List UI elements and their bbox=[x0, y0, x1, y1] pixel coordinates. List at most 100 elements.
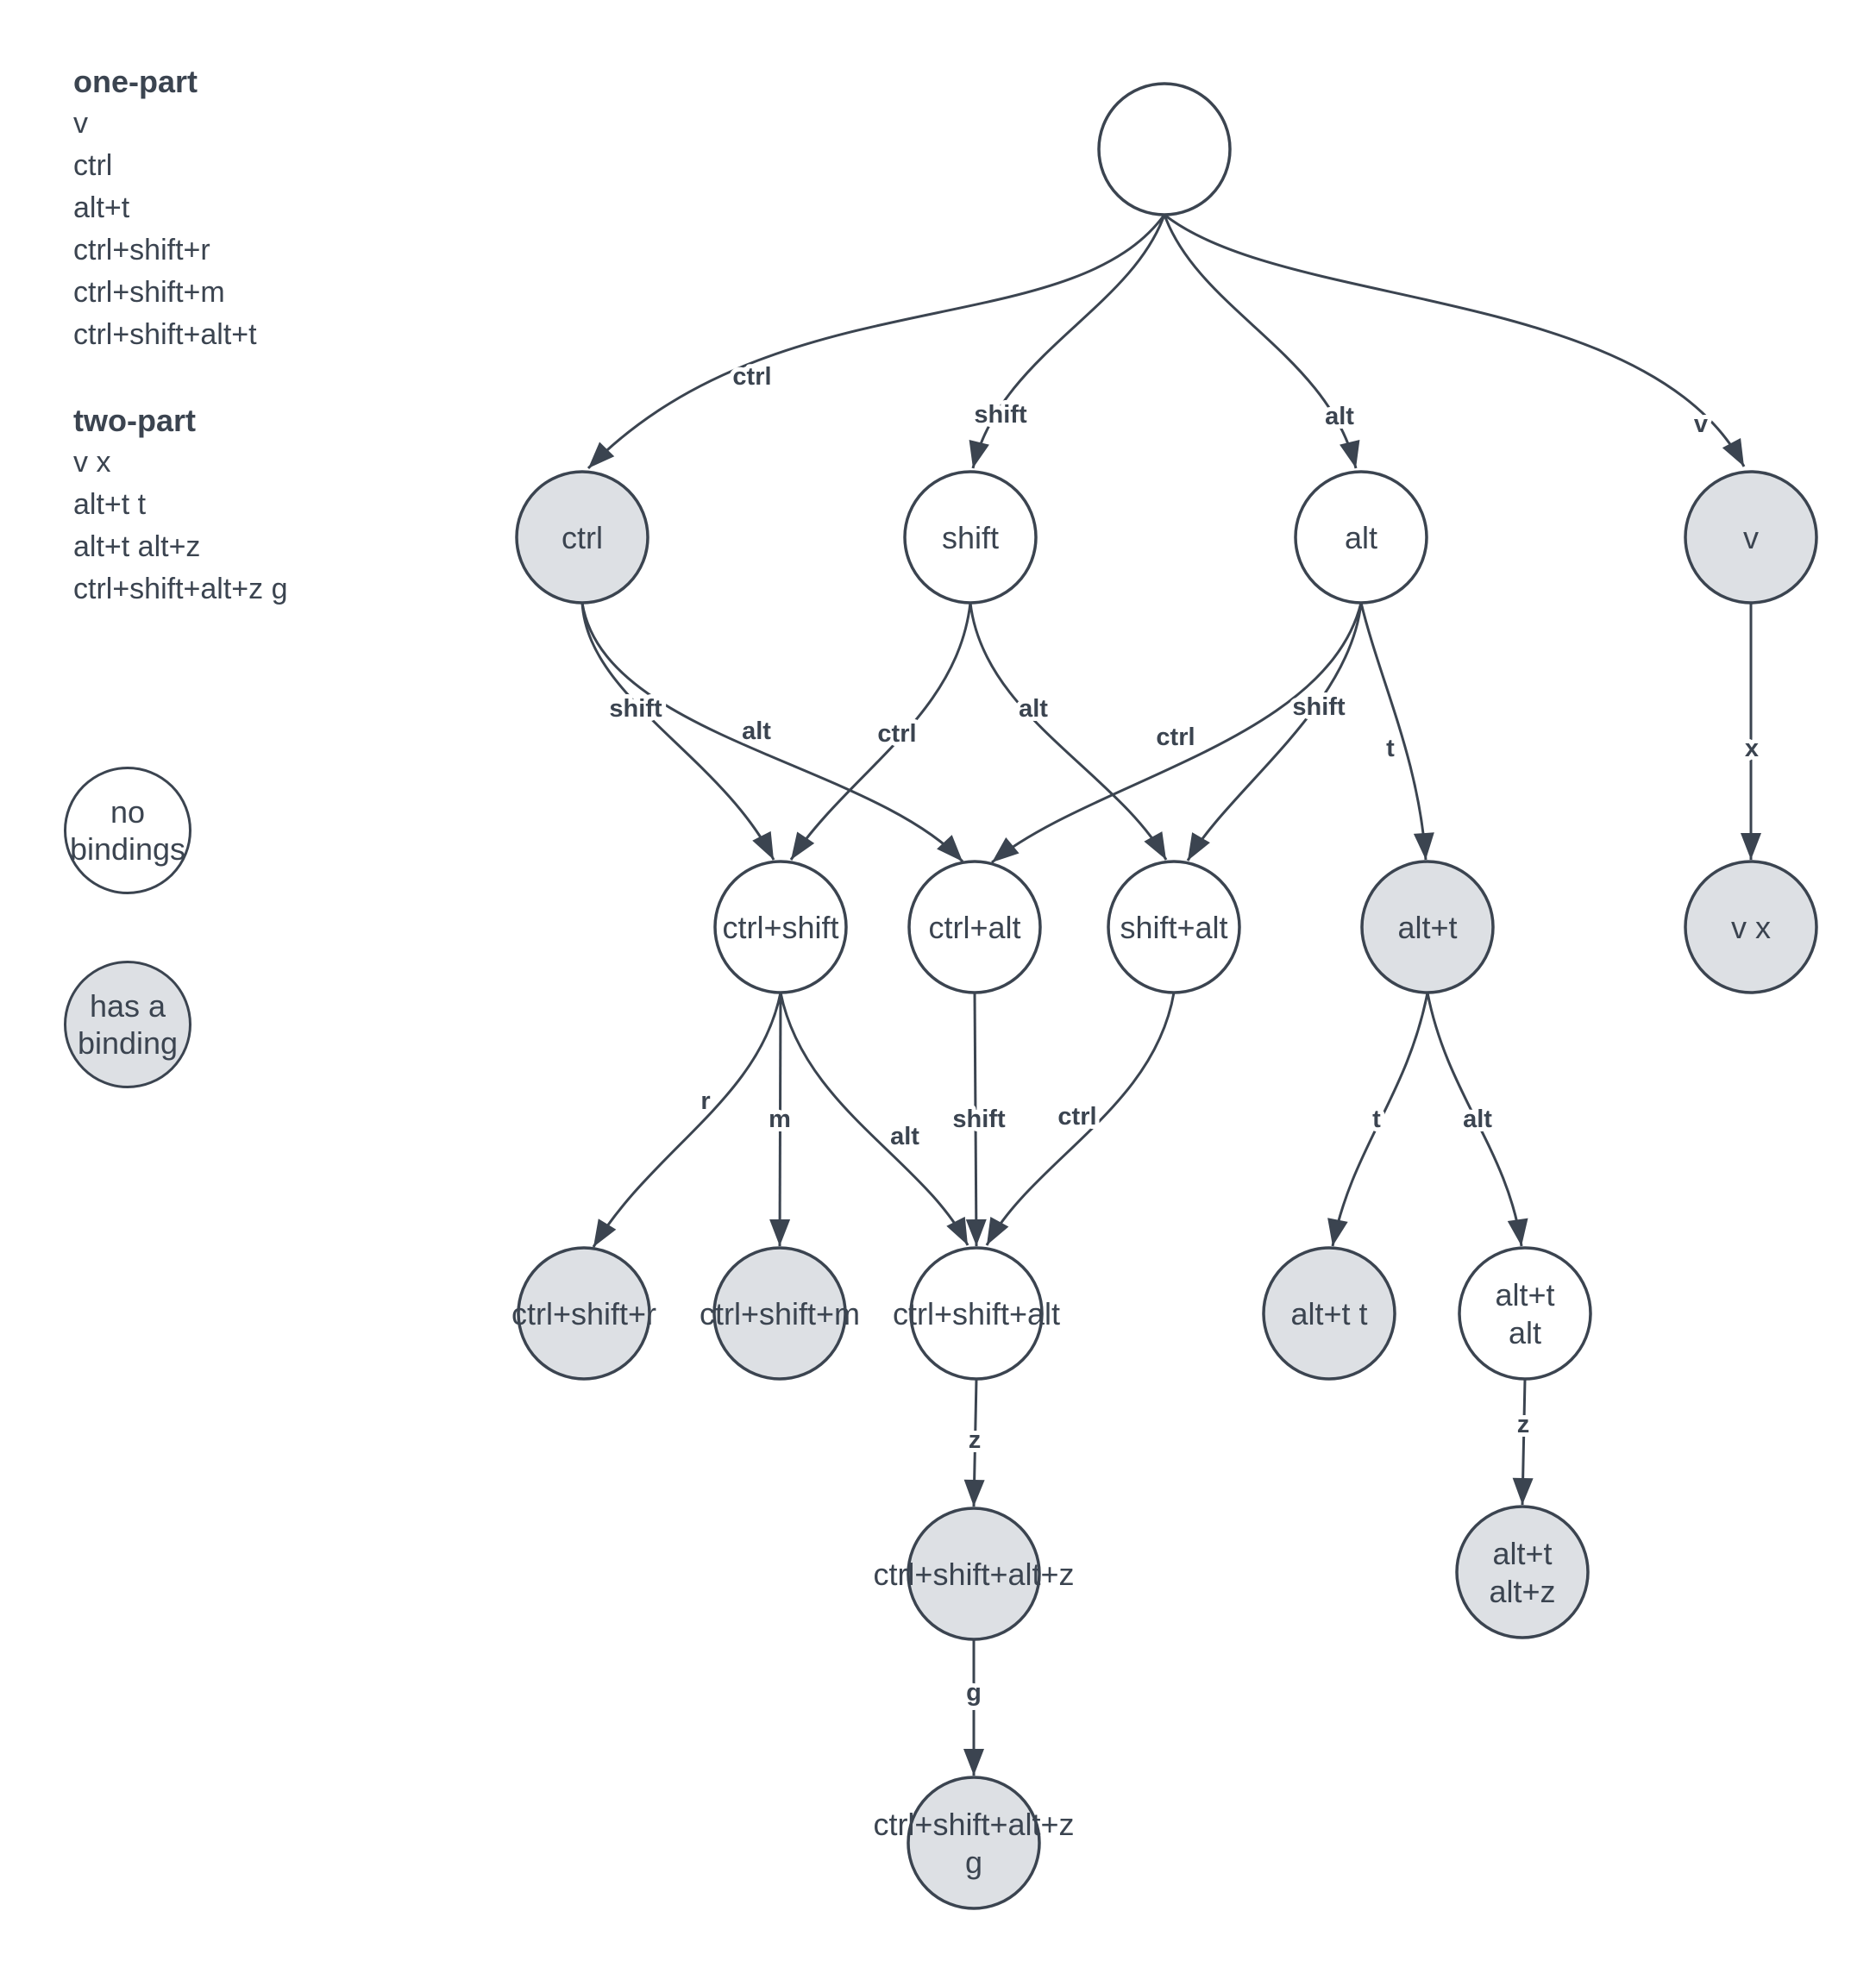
node-label-ctrl-shift-alt-z: ctrl+shift+alt+z bbox=[873, 1557, 1074, 1592]
node-shift: shift bbox=[903, 470, 1038, 605]
node-circle-shift-alt bbox=[1107, 860, 1241, 994]
node-circle-ctrl-shift-alt-z bbox=[907, 1507, 1041, 1641]
node-v: v bbox=[1684, 470, 1818, 605]
legend-panel: one-part v ctrl alt+t ctrl+shift+r ctrl+… bbox=[73, 60, 288, 611]
node-shift-alt: shift+alt bbox=[1107, 860, 1241, 994]
node-ctrl-shift-m: ctrl+shift+m bbox=[700, 1246, 860, 1381]
edge-ctrl-shift-ctrl-shift-r bbox=[592, 992, 782, 1248]
edge-label-shift-ctrl-shift: ctrl bbox=[877, 720, 916, 748]
edge-label-ctrl-shift-alt-ctrl-shift-alt-z: z bbox=[969, 1426, 982, 1454]
node-circle-ctrl-shift bbox=[713, 860, 848, 994]
legend-two-part-item: alt+t alt+z bbox=[73, 530, 201, 563]
edge-label-ctrl-ctrl-alt: alt bbox=[742, 717, 771, 745]
node-circle-ctrl-alt bbox=[907, 860, 1042, 994]
edge-label-alt-shift-alt: shift bbox=[1292, 693, 1346, 721]
edge-root-ctrl bbox=[587, 214, 1166, 470]
node-ctrl-shift-alt-z: ctrl+shift+alt+z bbox=[873, 1507, 1075, 1641]
edge-label-ctrl-ctrl-shift: shift bbox=[609, 695, 662, 723]
node-circle-alt-t bbox=[1360, 860, 1495, 994]
node-alt: alt bbox=[1294, 470, 1428, 605]
node-label-alt: alt bbox=[1345, 520, 1377, 555]
node-circle-alt bbox=[1294, 470, 1428, 605]
edge-ctrl-ctrl-alt bbox=[580, 602, 964, 863]
edge-label-alt-t-alt-t-alt: alt bbox=[1463, 1106, 1492, 1133]
node-circle-ctrl-shift-m bbox=[712, 1246, 847, 1381]
node-label-v: v bbox=[1743, 520, 1759, 555]
edge-label-alt-t-alt-alt-t-alt-z: z bbox=[1517, 1411, 1530, 1438]
edge-label-v-v-x: x bbox=[1745, 735, 1759, 762]
edge-shift-shift-alt bbox=[969, 602, 1168, 861]
node-circle-alt-t-alt-z bbox=[1455, 1505, 1590, 1639]
node-label-shift-alt: shift+alt bbox=[1120, 910, 1227, 945]
legend-one-part-item: ctrl bbox=[73, 149, 113, 182]
node-v-x: v x bbox=[1684, 860, 1818, 994]
legend-one-part-item: v bbox=[73, 107, 88, 140]
node-ctrl-shift-alt: ctrl+shift+alt bbox=[893, 1246, 1060, 1381]
edge-ctrl-shift-ctrl-shift-alt bbox=[779, 992, 969, 1246]
edge-alt-alt-t bbox=[1359, 602, 1434, 861]
legend-one-part-item: ctrl+shift+r bbox=[73, 234, 210, 266]
legend-one-part-item: ctrl+shift+m bbox=[73, 276, 225, 309]
legend-no-bindings-line2: bindings bbox=[69, 831, 186, 867]
edge-root-v bbox=[1164, 213, 1746, 467]
node-label-ctrl-alt: ctrl+alt bbox=[928, 910, 1020, 945]
legend-no-bindings-node: no bindings bbox=[64, 767, 191, 894]
node-label-ctrl-shift: ctrl+shift bbox=[722, 910, 838, 945]
legend-one-part-item: ctrl+shift+alt+t bbox=[73, 318, 257, 351]
node-label-ctrl-shift-m: ctrl+shift+m bbox=[700, 1296, 860, 1331]
edge-root-shift bbox=[969, 214, 1166, 469]
edge-labels-layer: ctrl shift alt v shift alt ctrl alt ctrl shift t x r… bbox=[605, 359, 1763, 1711]
edge-label-alt-alt-t: t bbox=[1386, 735, 1395, 762]
node-circle-ctrl-shift-alt-z-g bbox=[907, 1776, 1041, 1910]
node-circle-ctrl bbox=[515, 470, 649, 605]
node-ctrl: ctrl bbox=[515, 470, 649, 605]
edge-label-ctrl-shift-ctrl-shift-m: m bbox=[769, 1106, 791, 1133]
node-label-ctrl-shift-r: ctrl+shift+r bbox=[511, 1296, 656, 1331]
legend-one-part-title: one-part bbox=[73, 64, 198, 99]
node-circle-alt-t-alt bbox=[1458, 1246, 1592, 1381]
edge-label-alt-ctrl-alt: ctrl bbox=[1156, 724, 1195, 751]
node-circle-alt-t-t bbox=[1262, 1246, 1396, 1381]
node-label-ctrl: ctrl bbox=[562, 520, 603, 555]
edge-label-root-ctrl: ctrl bbox=[732, 363, 771, 391]
node-alt-t: alt+t bbox=[1360, 860, 1495, 994]
edge-label-shift-shift-alt: alt bbox=[1019, 695, 1048, 723]
edge-label-ctrl-shift-ctrl-shift-r: r bbox=[700, 1087, 710, 1115]
edge-ctrl-ctrl-shift bbox=[580, 602, 775, 861]
node-circle-shift bbox=[903, 470, 1038, 605]
edge-label-root-shift: shift bbox=[974, 401, 1027, 429]
node-label-shift: shift bbox=[942, 520, 999, 555]
node-ctrl-shift: ctrl+shift bbox=[713, 860, 848, 994]
node-label-alt-t-t: alt+t t bbox=[1290, 1296, 1367, 1331]
edge-shift-alt-ctrl-shift-alt bbox=[985, 992, 1176, 1246]
edge-root-alt bbox=[1163, 214, 1360, 469]
edge-label-ctrl-shift-alt-z-ctrl-shift-alt-z-g: g bbox=[966, 1679, 982, 1707]
legend-two-part-item: alt+t t bbox=[73, 488, 147, 521]
node-circle-ctrl-shift-r bbox=[517, 1246, 651, 1381]
node-circle-ctrl-shift-alt bbox=[909, 1246, 1044, 1381]
legend-two-part-item: ctrl+shift+alt+z g bbox=[73, 573, 288, 605]
node-ctrl-alt: ctrl+alt bbox=[907, 860, 1042, 994]
edge-ctrl-shift-alt-ctrl-shift-alt-z bbox=[963, 1378, 985, 1507]
legend-has-binding-line1: has a bbox=[89, 988, 166, 1024]
edge-label-root-alt: alt bbox=[1325, 403, 1354, 430]
node-circle-v-x bbox=[1684, 860, 1818, 994]
node-label-alt-t: alt+t bbox=[1397, 910, 1457, 945]
edge-alt-t-alt-t-t bbox=[1327, 992, 1429, 1247]
legend-has-binding-line2: binding bbox=[77, 1025, 179, 1061]
edges-layer bbox=[580, 213, 1761, 1776]
legend-two-part-item: v x bbox=[73, 446, 111, 479]
node-label-v-x: v x bbox=[1731, 910, 1771, 945]
edge-alt-ctrl-alt bbox=[991, 602, 1363, 864]
edge-ctrl-shift-ctrl-shift-m bbox=[769, 992, 791, 1247]
node-root bbox=[1097, 82, 1232, 216]
legend-no-bindings-line1: no bbox=[110, 794, 146, 830]
node-ctrl-shift-r: ctrl+shift+r bbox=[511, 1246, 656, 1381]
